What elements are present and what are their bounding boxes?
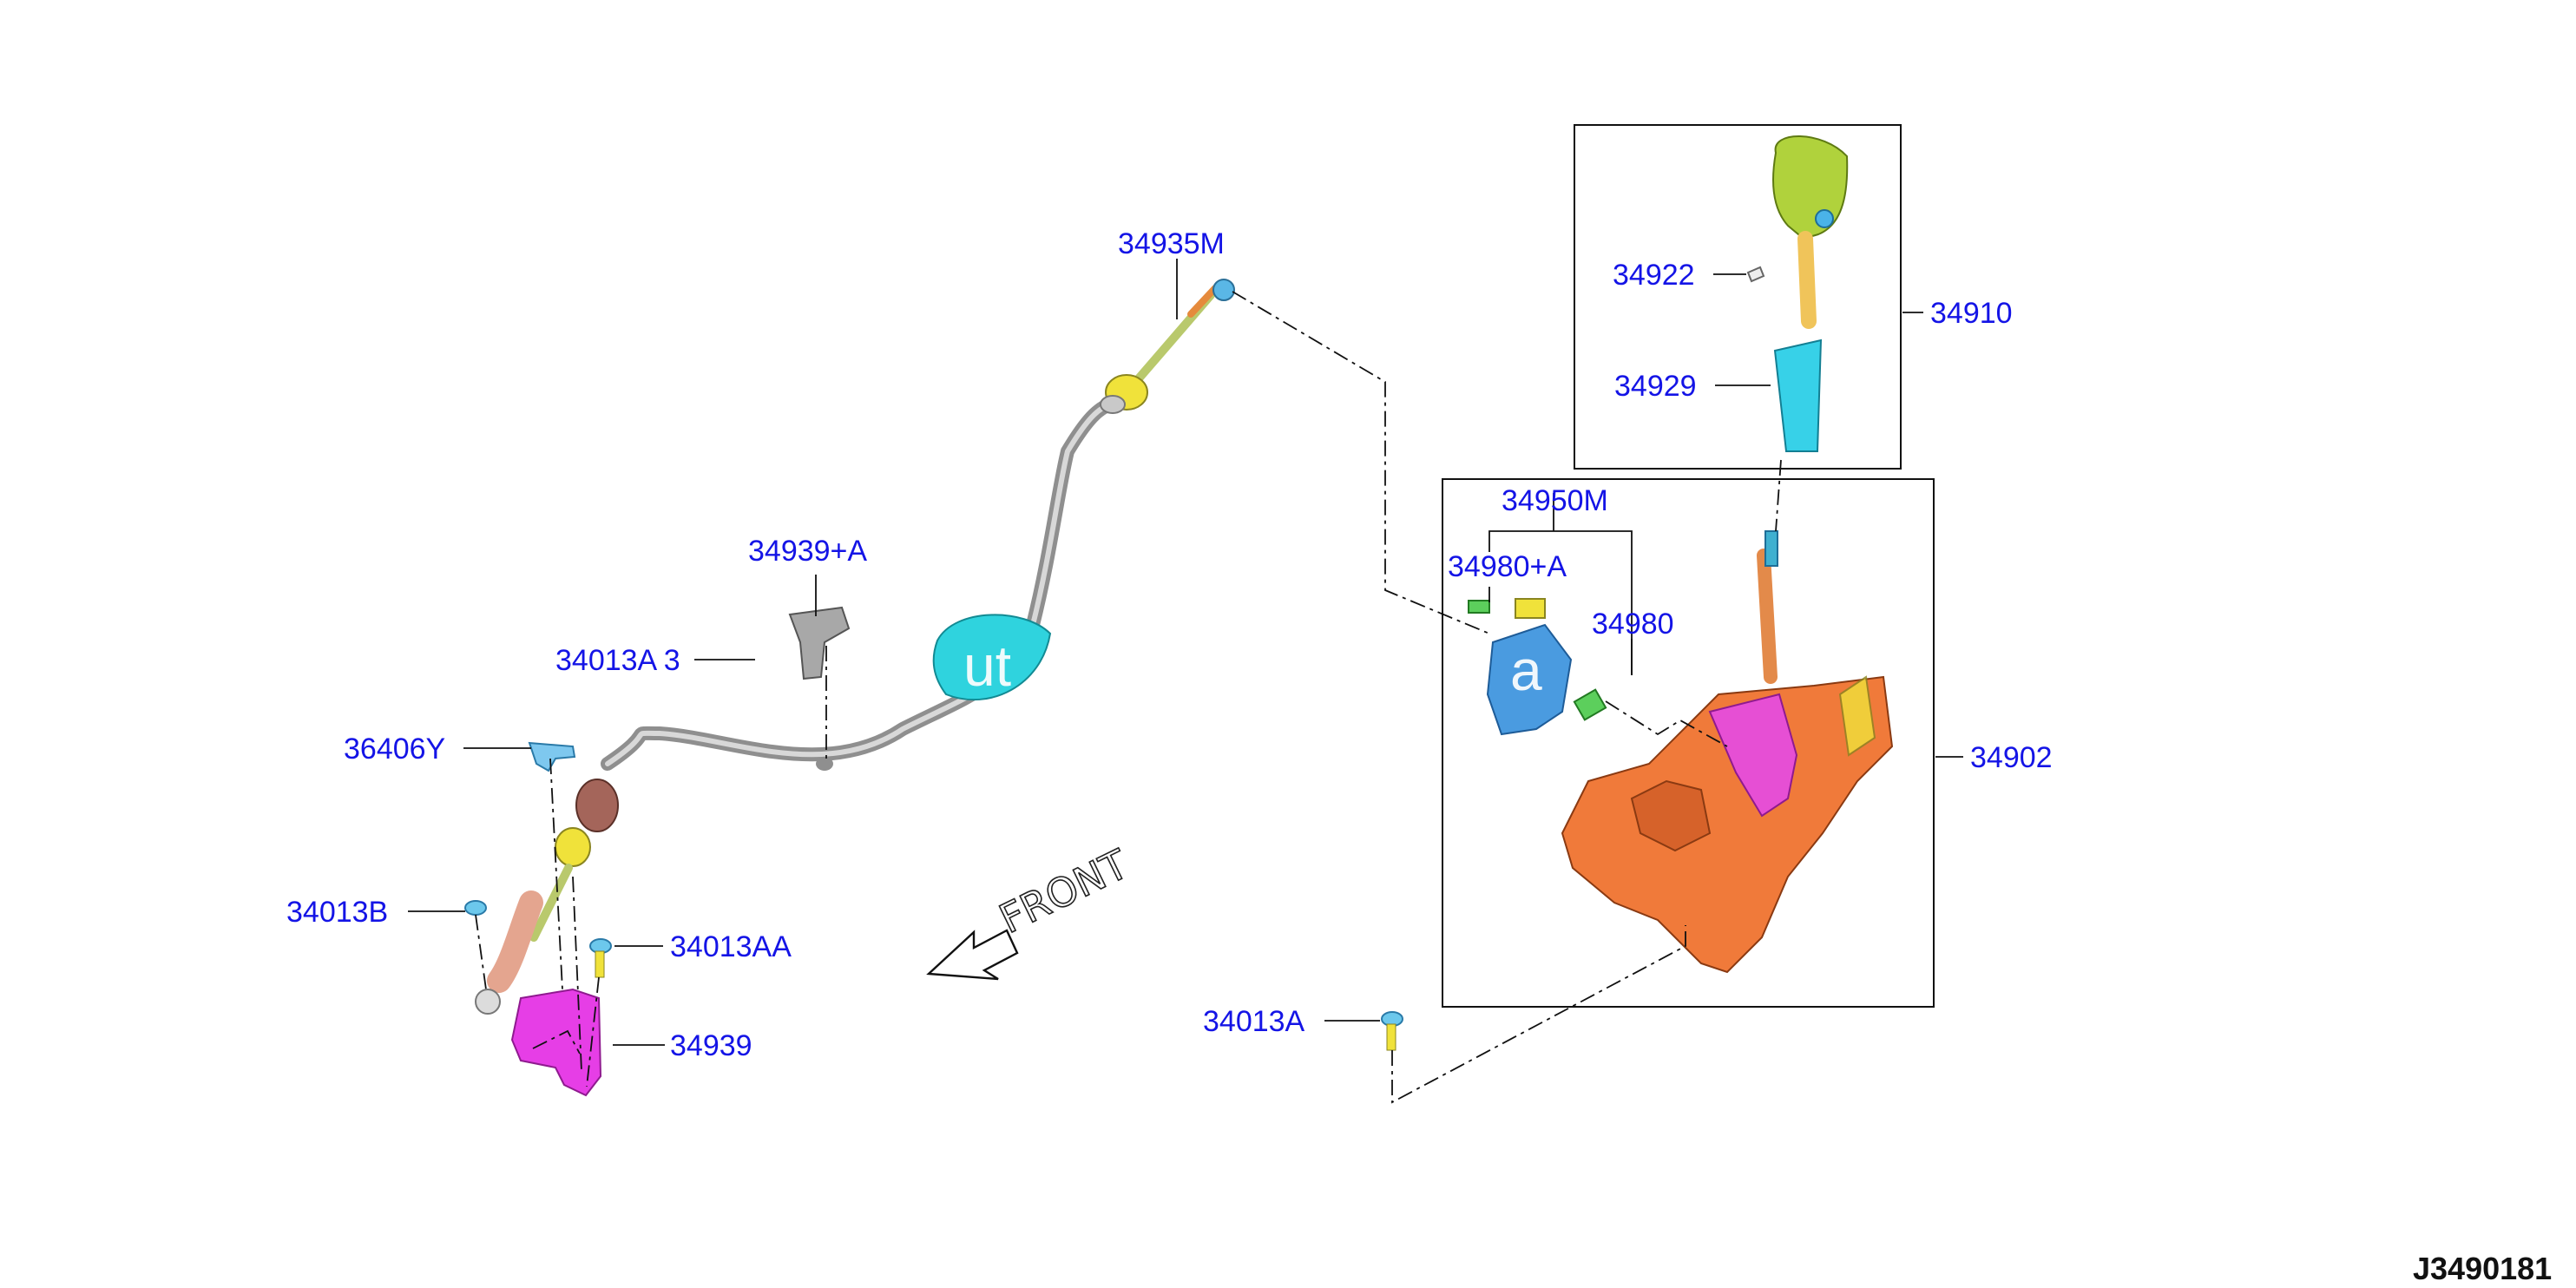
front-arrow <box>926 929 1019 981</box>
label-34939: 34939 <box>670 1029 752 1062</box>
label-34939A: 34939+A <box>748 535 867 568</box>
boot <box>1773 338 1823 452</box>
shifter-group-frame <box>1442 478 1935 1008</box>
label-34013B: 34013B <box>286 896 388 929</box>
label-34902: 34902 <box>1970 741 2053 774</box>
label-34929: 34929 <box>1614 370 1697 403</box>
drawing-code: J3490181 <box>2413 1251 2552 1286</box>
label-34013A: 34013A <box>1203 1005 1305 1038</box>
label-36406Y: 36406Y <box>344 733 445 766</box>
label-34935M: 34935M <box>1118 227 1225 260</box>
label-34980: 34980 <box>1592 608 1674 641</box>
connector-yellow <box>1515 598 1546 619</box>
label-34013A3: 34013A 3 <box>555 644 680 677</box>
watermark-fragment: ut <box>963 634 1011 698</box>
bracket-34950M <box>1486 623 1573 736</box>
bolt-34013B <box>464 900 487 916</box>
clip-36406Y <box>528 741 576 772</box>
label-34013AA: 34013AA <box>670 930 792 963</box>
assembly-lines <box>475 291 1782 1104</box>
bracket-small <box>788 606 851 680</box>
label-34922: 34922 <box>1613 259 1695 292</box>
label-34910: 34910 <box>1930 297 2013 330</box>
leader-lines <box>408 259 1963 1046</box>
knob-group-frame <box>1574 124 1902 470</box>
cable-protector <box>932 614 1052 701</box>
shifter-assembly <box>1561 530 1894 974</box>
knob-clip <box>1746 266 1765 283</box>
shift-knob <box>1771 135 1849 329</box>
connector-34980 <box>1573 688 1607 721</box>
label-34980A: 34980+A <box>1448 550 1567 583</box>
front-label: FRONT <box>992 840 1136 943</box>
label-34950M: 34950M <box>1502 484 1608 517</box>
control-cable <box>475 279 1235 1015</box>
watermark-fragment: a <box>1510 638 1542 702</box>
connector-34980A <box>1468 600 1490 614</box>
bolt-34013A <box>1381 1011 1403 1051</box>
bolt-34013AA <box>589 938 612 978</box>
